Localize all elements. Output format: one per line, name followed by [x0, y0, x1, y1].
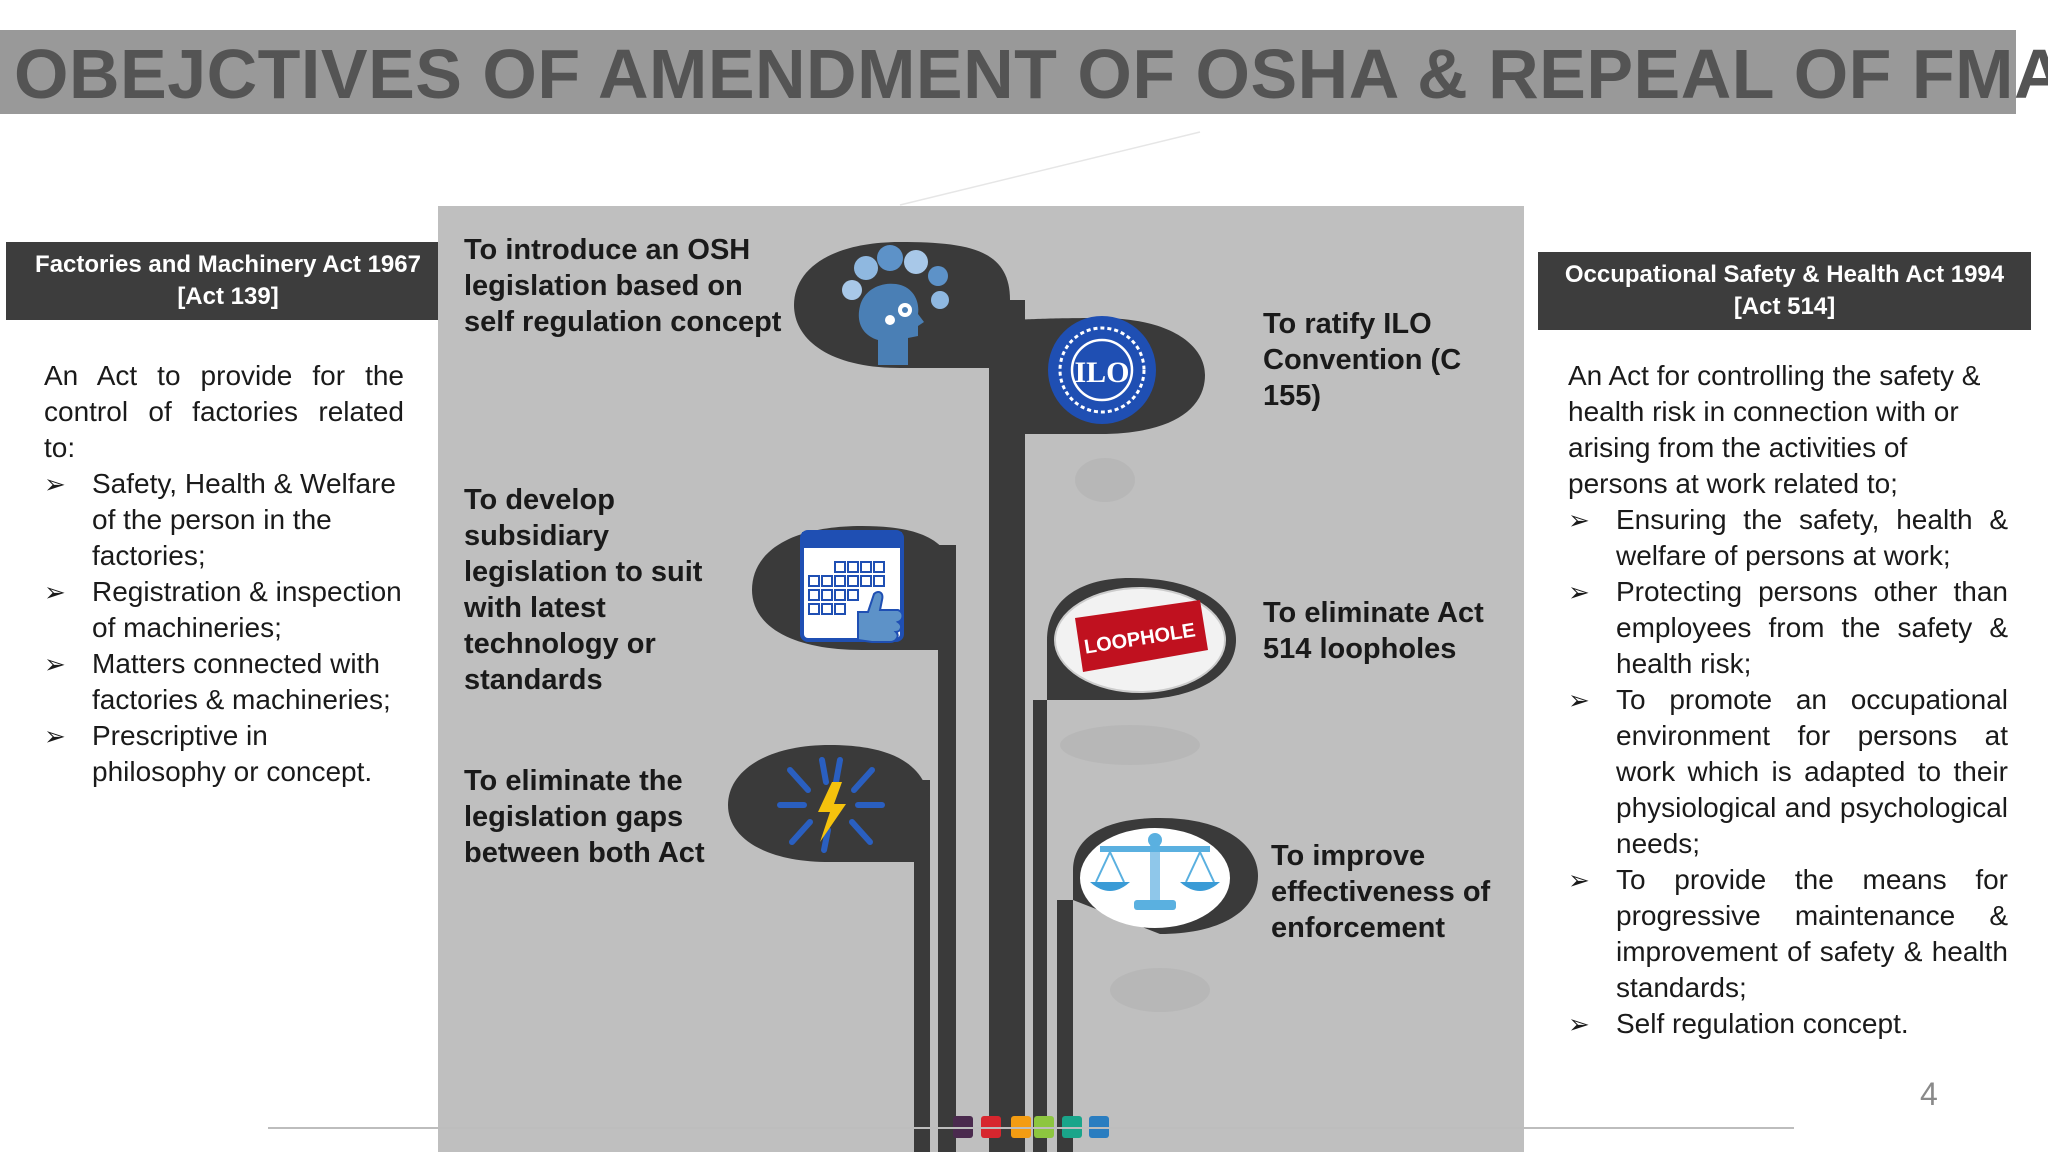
- osha-header: Occupational Safety & Health Act 1994 [A…: [1538, 252, 2031, 330]
- arrow-bullet-icon: ➢: [1568, 577, 1590, 607]
- objective-eliminate-loopholes: To eliminate Act 514 loopholes: [1263, 597, 1484, 665]
- list-item: ➢Self regulation concept.: [1568, 1006, 2008, 1042]
- bubble-loopholes: LOOPHOLE: [1047, 578, 1236, 700]
- objective-ratify-ilo: To ratify ILO Convention (C 155): [1263, 308, 1462, 412]
- fma-header-title: Factories and Machinery Act 1967: [35, 251, 421, 278]
- osha-header-act: [Act 514]: [1733, 293, 1836, 320]
- arrow-bullet-icon: ➢: [1568, 865, 1590, 895]
- list-item: ➢Safety, Health & Welfare of the person …: [44, 468, 396, 571]
- bubble-self-regulation: [794, 242, 1010, 368]
- footer-line: [268, 1127, 1794, 1129]
- page-number: 4: [1920, 1076, 1938, 1112]
- bubble-enforcement: [1073, 818, 1258, 934]
- fma-header-act: [Act 139]: [177, 283, 279, 310]
- osha-description: An Act for controlling the safety & heal…: [1568, 358, 2008, 1042]
- arrow-bullet-icon: ➢: [44, 469, 66, 499]
- arrow-bullet-icon: ➢: [44, 649, 66, 679]
- list-item: ➢Matters connected with factories & mach…: [44, 648, 391, 715]
- osha-intro: An Act for controlling the safety & heal…: [1568, 360, 1981, 499]
- calendar-thumbs-up-icon: [800, 530, 904, 643]
- objective-legislation-gaps: To eliminate the legislation gaps betwee…: [464, 765, 705, 869]
- list-item: ➢To provide the means for progressive ma…: [1568, 864, 2008, 1003]
- loophole-puzzle-icon: LOOPHOLE: [1054, 587, 1226, 693]
- fma-intro: An Act to provide for the control of fac…: [44, 360, 404, 463]
- list-item: ➢Prescriptive in philosophy or concept.: [44, 720, 373, 787]
- fma-header: Factories and Machinery Act 1967 [Act 13…: [6, 242, 450, 320]
- list-item: ➢Protecting persons other than employees…: [1568, 576, 2008, 679]
- slide-title: OBEJCTIVES OF AMENDMENT OF OSHA & REPEAL…: [14, 35, 2048, 113]
- objective-subsidiary-legislation: To develop subsidiary legislation to sui…: [464, 484, 703, 696]
- ilo-logo-icon: ILO: [1048, 316, 1156, 424]
- head-gears-icon: [842, 245, 949, 365]
- list-item: ➢To promote an occupational environment …: [1568, 684, 2008, 859]
- ilo-label: ILO: [1074, 356, 1129, 389]
- bubble-legislation-gaps: [728, 745, 930, 862]
- arrow-bullet-icon: ➢: [1568, 685, 1590, 715]
- arrow-bullet-icon: ➢: [44, 577, 66, 607]
- title-band: [0, 30, 2016, 114]
- scales-icon: [1080, 828, 1230, 928]
- bubble-subsidiary-legislation: [752, 526, 956, 650]
- arrow-bullet-icon: ➢: [1568, 505, 1590, 535]
- fma-description: An Act to provide for the control of fac…: [44, 358, 404, 790]
- lightning-icon: [777, 757, 885, 853]
- objective-enforcement: To improve effectiveness of enforcement: [1271, 840, 1491, 944]
- objective-self-regulation: To introduce an OSH legislation based on…: [464, 234, 782, 338]
- list-item: ➢Ensuring the safety, health & welfare o…: [1568, 504, 2008, 571]
- osha-bullets: ➢Ensuring the safety, health & welfare o…: [1568, 502, 2008, 1042]
- osha-header-title: Occupational Safety & Health Act 1994: [1564, 261, 2005, 288]
- arrow-bullet-icon: ➢: [1568, 1009, 1590, 1039]
- bubble-ilo: ILO: [1007, 316, 1205, 434]
- arrow-bullet-icon: ➢: [44, 721, 66, 751]
- list-item: ➢Registration & inspection of machinerie…: [44, 576, 402, 643]
- fma-bullets: ➢Safety, Health & Welfare of the person …: [44, 466, 404, 790]
